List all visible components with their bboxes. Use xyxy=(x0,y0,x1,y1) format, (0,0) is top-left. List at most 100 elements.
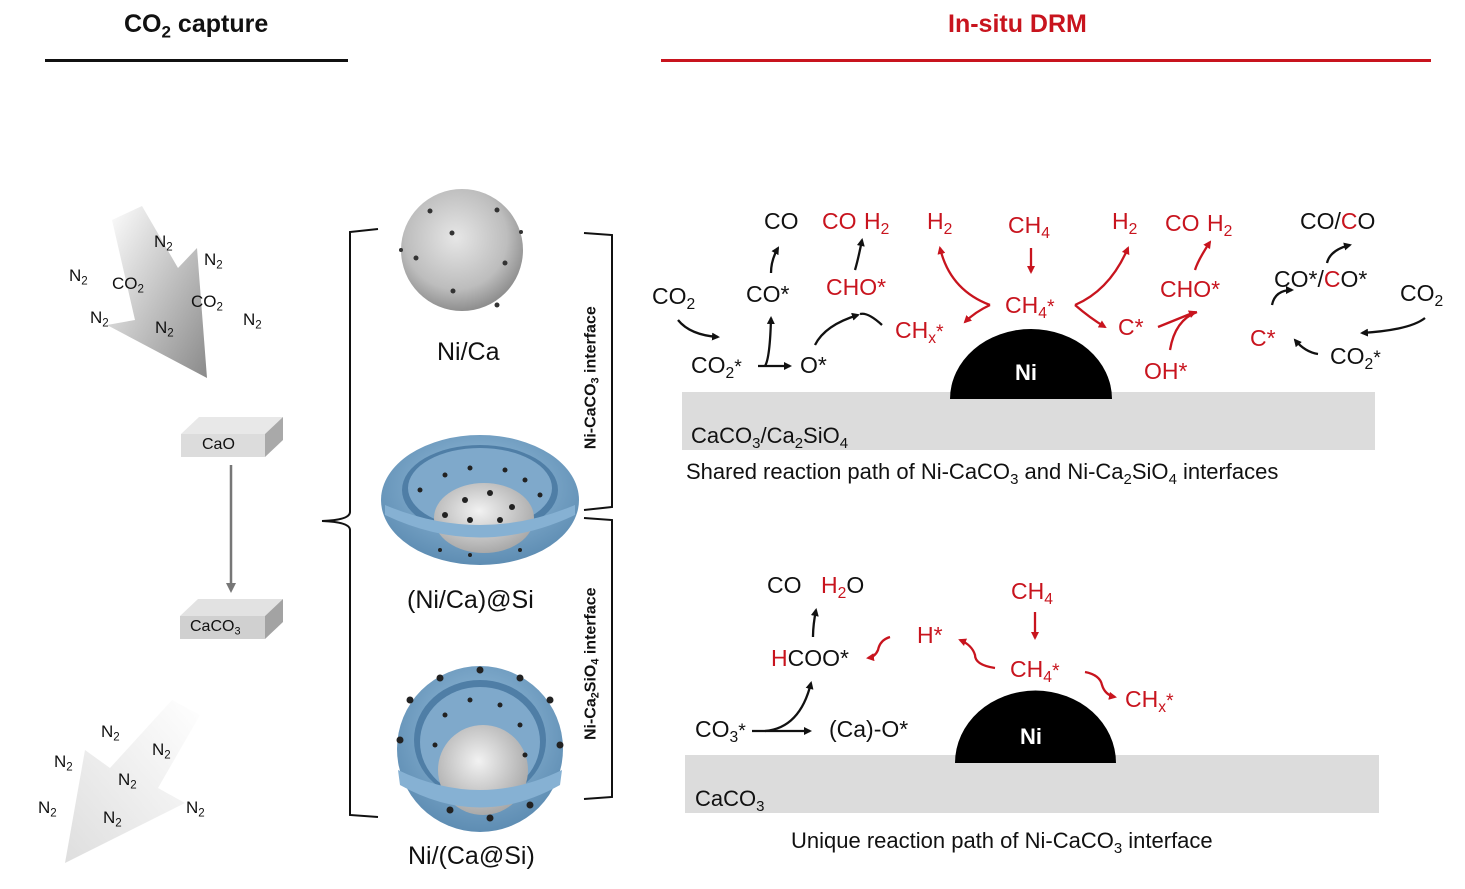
shared-support-slab xyxy=(682,392,1375,450)
inflow-arrow-icon xyxy=(107,206,207,378)
unique-species-chx: CHx* xyxy=(1125,686,1174,716)
inflow-gas-co2: CO2 xyxy=(112,274,144,296)
species-c-ads-a: C* xyxy=(1118,314,1144,340)
catalyst-label-ni-ca-si: Ni/(Ca@Si) xyxy=(408,842,535,870)
arrow-oh-to-cho xyxy=(1168,310,1198,351)
species-chx: CHx* xyxy=(895,317,944,347)
arrow-co2b-adsorb xyxy=(1360,317,1426,337)
inflow-gas-n2: N2 xyxy=(69,266,88,288)
ni-ca-at-si-shell-particle-icon xyxy=(396,666,564,832)
cao-block-icon xyxy=(181,417,283,457)
inflow-gas-n2: N2 xyxy=(204,250,223,272)
arrow-co-mix-desorb xyxy=(1325,242,1352,264)
unique-species-hcoo: HCOO* xyxy=(771,645,849,671)
species-h2-a: H2 xyxy=(864,208,890,238)
interface-label-ni-ca2sio4: Ni-Ca2SiO4 interface xyxy=(582,587,602,741)
catalyst-label-ni-ca: Ni/Ca xyxy=(437,338,500,366)
species-co-red: CO xyxy=(822,208,857,234)
shared-slab-label: CaCO3/Ca2SiO4 xyxy=(691,423,849,452)
arrow-o-to-cho xyxy=(813,312,860,346)
ni-ca-particle-icon xyxy=(399,189,523,311)
inflow-gas-n2: N2 xyxy=(243,310,262,332)
caco3-block-icon xyxy=(180,599,283,639)
block-label-cao: CaO xyxy=(202,436,235,453)
species-co2-ads-b: CO2* xyxy=(1330,343,1381,373)
species-co-red-b: CO xyxy=(1165,210,1200,236)
species-co-ads: CO* xyxy=(746,281,790,307)
in-situ-drm-underline xyxy=(661,59,1431,62)
ni-ca-at-si-particle-icon xyxy=(381,435,579,565)
species-h2-b: H2 xyxy=(927,208,953,238)
arrow-cho-desorb xyxy=(853,238,865,271)
inflow-gas-n2: N2 xyxy=(154,232,173,254)
co2-capture-title: CO2 capture xyxy=(124,10,268,42)
shared-ni-particle-icon xyxy=(950,329,1112,399)
arrow-h-to-hcoo xyxy=(866,635,891,662)
ni-ca2sio4-bracket-icon xyxy=(583,517,613,800)
arrow-ch4-to-c xyxy=(1074,304,1107,329)
inflow-gas-n2: N2 xyxy=(155,318,174,340)
species-co-mix-gas: CO/CO xyxy=(1300,208,1376,234)
unique-species-ch4-gas: CH4 xyxy=(1011,578,1053,608)
species-o-ads: O* xyxy=(800,352,827,378)
arrow-co2-adsorb xyxy=(677,319,720,341)
outflow-gas-n2: N2 xyxy=(38,798,57,820)
in-situ-drm-title: In-situ DRM xyxy=(948,10,1087,38)
unique-species-h-ads: H* xyxy=(917,622,943,648)
arrow-co-desorb xyxy=(769,246,780,274)
species-co-gas: CO xyxy=(764,208,799,234)
species-co2-gas: CO2 xyxy=(652,283,696,313)
block-label-caco3: CaCO3 xyxy=(190,618,241,638)
arrow-co2b-to-c xyxy=(1293,338,1319,356)
outflow-arrow-icon xyxy=(65,700,200,863)
unique-species-co-gas: CO xyxy=(767,572,802,598)
species-cho-b: CHO* xyxy=(1160,276,1221,302)
outflow-gas-n2: N2 xyxy=(103,808,122,830)
shared-ni-label: Ni xyxy=(1015,360,1037,385)
ni-caco3-bracket-icon xyxy=(583,232,613,511)
shared-path-caption: Shared reaction path of Ni-CaCO3 and Ni-… xyxy=(686,459,1279,488)
outflow-gas-n2: N2 xyxy=(152,740,171,762)
arrow-ch4-to-h2-left xyxy=(937,246,991,307)
unique-support-slab xyxy=(685,755,1379,813)
arrow-hcoo-desorb xyxy=(810,608,819,638)
species-h2-d: H2 xyxy=(1207,210,1233,240)
title-text-rest: capture xyxy=(170,10,269,38)
outflow-gas-n2: N2 xyxy=(101,722,120,744)
outflow-gas-n2: N2 xyxy=(118,770,137,792)
co2-capture-underline xyxy=(45,59,348,62)
inflow-gas-co2: CO2 xyxy=(191,292,223,314)
title-subscript: 2 xyxy=(161,22,171,42)
catalyst-group-brace-icon xyxy=(321,228,379,818)
arrow-co2-to-co xyxy=(763,316,775,367)
catalyst-label-ni-ca-at-si: (Ni/Ca)@Si xyxy=(407,586,534,614)
interface-label-ni-caco3: Ni-CaCO3 interface xyxy=(582,306,602,450)
unique-path-caption: Unique reaction path of Ni-CaCO3 interfa… xyxy=(791,828,1213,857)
unique-species-ch4-ads: CH4* xyxy=(1010,656,1060,686)
species-ch4-ads: CH4* xyxy=(1005,292,1055,322)
unique-species-co3-ads: CO3* xyxy=(695,716,746,746)
species-h2-c: H2 xyxy=(1112,208,1138,238)
outflow-gas-n2: N2 xyxy=(186,798,205,820)
outflow-gas-n2: N2 xyxy=(54,752,73,774)
species-co2-gas-b: CO2 xyxy=(1400,280,1444,310)
inflow-gas-n2: N2 xyxy=(90,308,109,330)
arrow-cho-desorb-red xyxy=(1193,240,1212,271)
arrow-c-to-cho xyxy=(1157,310,1197,329)
unique-ni-label: Ni xyxy=(1020,724,1042,749)
title-text: CO xyxy=(124,10,162,38)
unique-ni-particle-icon xyxy=(955,690,1116,763)
arrow-ch4-to-chx-unique xyxy=(1084,670,1117,700)
arrow-chx-to-cho xyxy=(859,312,883,326)
arrow-ch4-to-chx xyxy=(963,303,991,324)
species-co2-ads: CO2* xyxy=(691,352,742,382)
species-ch4-gas: CH4 xyxy=(1008,212,1050,242)
arrow-ch4-to-h xyxy=(958,638,996,670)
unique-species-h2o: H2O xyxy=(821,572,865,602)
unique-slab-label: CaCO3 xyxy=(695,786,765,815)
species-oh-ads: OH* xyxy=(1144,358,1188,384)
arrow-co3-to-hcoo xyxy=(764,681,814,733)
arrow-c-to-co-mix xyxy=(1270,286,1294,306)
species-cho-a: CHO* xyxy=(826,274,887,300)
